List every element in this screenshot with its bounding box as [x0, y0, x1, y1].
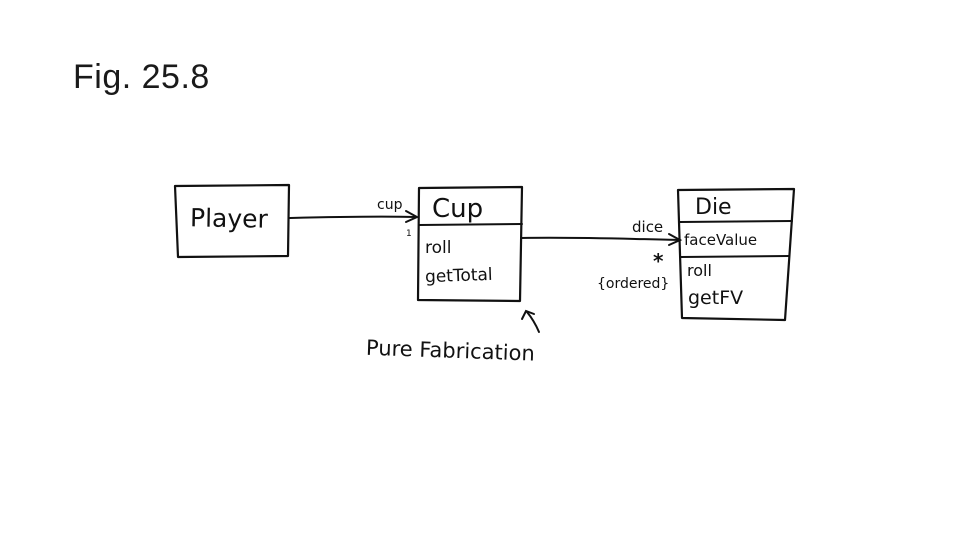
cup-class: Cup roll getTotal — [416, 185, 524, 303]
die-class-name: Die — [695, 195, 732, 220]
player-class-box — [173, 183, 291, 259]
association-line — [288, 215, 417, 219]
cup-class-divider — [418, 223, 523, 226]
die-class-divider-top — [679, 220, 793, 223]
role-label-cup: cup — [377, 197, 403, 213]
cup-operation-gettotal: getTotal — [425, 265, 493, 287]
annotation-arrow — [526, 311, 540, 333]
annotation-text: Pure Fabrication — [366, 336, 536, 366]
role-label-dice: dice — [632, 218, 663, 236]
die-class-divider-bottom — [680, 255, 790, 258]
slide-title: Fig. 25.8 — [73, 58, 210, 96]
die-attribute-facevalue: faceValue — [684, 231, 757, 249]
arrowhead-icon — [405, 210, 420, 223]
association-cup-die: dice * {ordered} — [520, 218, 683, 292]
constraint-label: {ordered} — [597, 276, 669, 292]
arrowhead-icon — [668, 233, 683, 246]
cup-operation-roll: roll — [425, 238, 451, 258]
cup-class-name: Cup — [432, 194, 483, 224]
pure-fabrication-annotation: Pure Fabrication — [366, 309, 540, 366]
association-player-cup: cup 1 — [288, 197, 420, 239]
die-class-box — [676, 187, 796, 322]
die-operation-roll: roll — [687, 261, 712, 280]
association-line — [520, 236, 681, 241]
die-operation-getfv: getFV — [688, 287, 743, 309]
multiplicity-label: 1 — [406, 229, 412, 239]
die-class: Die faceValue roll getFV — [676, 187, 796, 322]
player-class: Player — [173, 183, 291, 259]
multiplicity-label: * — [653, 249, 664, 273]
player-class-name: Player — [190, 203, 269, 233]
cup-class-box — [416, 185, 524, 303]
arrowhead-icon — [521, 309, 535, 320]
